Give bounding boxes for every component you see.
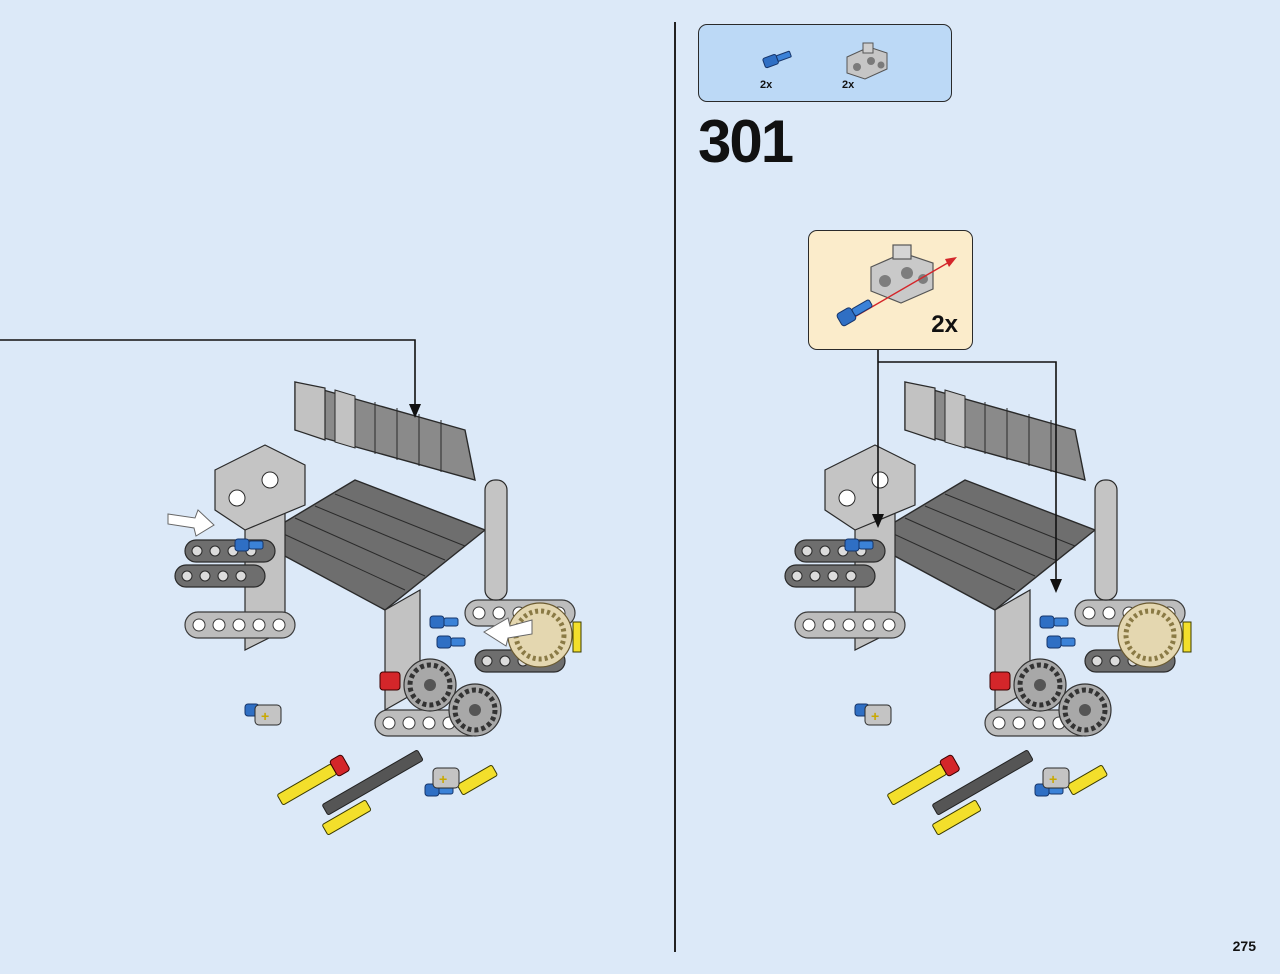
parts-list-icons xyxy=(762,42,888,80)
connector-part-icon xyxy=(870,244,934,304)
push-arrow-right-icon xyxy=(483,617,533,647)
left-guide-arrow xyxy=(0,339,421,418)
callout-illustration xyxy=(836,244,957,327)
gray-connector-icon xyxy=(846,42,888,80)
page-number: 275 xyxy=(1232,938,1256,954)
parts-list-box: 2x 2x xyxy=(698,24,952,102)
part-count-1: 2x xyxy=(760,79,773,91)
sub-assembly-callout: 2x xyxy=(808,230,973,350)
right-guide-arrows xyxy=(872,350,1062,593)
left-assembly-model xyxy=(175,382,581,835)
step-number: 301 xyxy=(698,108,794,175)
part-count-2: 2x xyxy=(842,79,855,91)
callout-quantity: 2x xyxy=(931,311,958,338)
push-arrow-left-icon xyxy=(167,509,215,537)
blue-axle-pin-icon xyxy=(762,50,792,69)
right-assembly-model xyxy=(785,382,1191,835)
page-divider xyxy=(674,22,676,952)
blue-pin-icon xyxy=(836,299,873,327)
